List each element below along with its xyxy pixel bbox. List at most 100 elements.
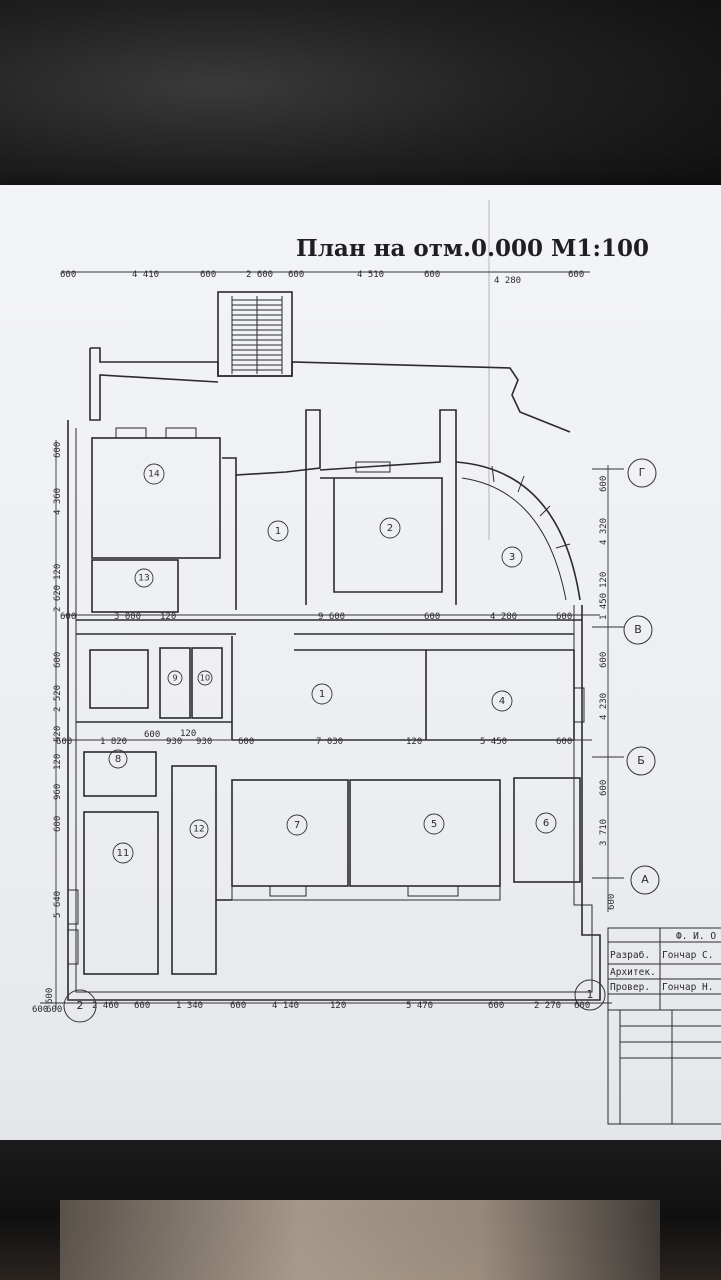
svg-text:1: 1 — [319, 689, 325, 700]
window-7 — [269, 885, 307, 897]
title-block-frame — [607, 927, 721, 1125]
svg-text:5: 5 — [431, 819, 437, 830]
dim-top-3: 2 600 — [246, 270, 273, 280]
room-14-walls — [91, 437, 221, 559]
title-block-name-2: Гончар Н. — [662, 982, 713, 993]
sheet-fold — [488, 200, 490, 540]
lower-outline — [231, 886, 501, 901]
room-label-12: 12 — [189, 819, 209, 839]
room-2-walls — [320, 477, 443, 593]
dim-top-1: 4 410 — [132, 270, 159, 280]
dim-top-7: 4 280 — [494, 276, 521, 286]
svg-text:9: 9 — [172, 674, 177, 683]
room-11-walls — [83, 811, 159, 975]
dim-bottom-4: 1 340 — [176, 1001, 203, 1011]
dim-bottom-3: 600 — [134, 1001, 150, 1011]
window-14a — [115, 427, 147, 439]
room-8-walls — [83, 751, 157, 797]
axis-marker-v: В — [592, 615, 653, 645]
dim-top-0: 600 — [60, 270, 76, 280]
dim-right-4: 600 — [599, 652, 609, 668]
dim-row-mid-0: 600 — [56, 737, 72, 747]
room-5-walls — [349, 779, 501, 887]
dim-row-mid-8: 120 — [406, 737, 422, 747]
dim-left-7: 120 — [53, 754, 63, 770]
dim-row-mid-10: 600 — [556, 737, 572, 747]
dim-left-3: 2 620 — [53, 585, 63, 612]
dim-right-0: 600 — [599, 476, 609, 492]
room-2-right — [319, 409, 457, 605]
room-label-14: 14 — [143, 463, 165, 485]
svg-text:1: 1 — [587, 988, 594, 1001]
title-block-name-0: Гончар С. — [662, 950, 713, 961]
storage-room — [89, 649, 149, 709]
floor — [60, 1200, 660, 1280]
dim-top-text: 600 4 410 600 2 600 600 4 510 600 4 280 … — [60, 270, 584, 286]
axis-marker-a: А — [592, 865, 660, 895]
dim-row-b-2: 120 — [160, 612, 176, 622]
dim-right-2: 120 — [599, 572, 609, 588]
dim-bottom-text: 600 600 2 460 600 1 340 600 4 140 120 5 … — [32, 1001, 590, 1015]
room-3-windows — [491, 465, 571, 549]
dim-top-4: 600 — [288, 270, 304, 280]
dim-right-8: 600 — [607, 894, 617, 910]
dim-row-b-6: 600 — [556, 612, 572, 622]
dim-row-mid-7: 7 030 — [316, 737, 343, 747]
axis-marker-g: Г — [592, 458, 657, 488]
dim-bottom-8: 5 470 — [406, 1001, 433, 1011]
dim-left-2: 120 — [53, 564, 63, 580]
svg-text:12: 12 — [193, 825, 204, 835]
window-4 — [573, 687, 585, 723]
dim-right-1: 4 320 — [599, 518, 609, 545]
window-11b — [67, 929, 79, 965]
dim-row-b-1: 3 000 — [114, 612, 141, 622]
dim-row-mid-1: 1 820 — [100, 737, 127, 747]
dim-bottom-9: 600 — [488, 1001, 504, 1011]
room-label-6: 6 — [535, 812, 557, 834]
svg-text:1: 1 — [275, 526, 281, 537]
dim-bottom-10: 2 270 — [534, 1001, 561, 1011]
dim-bottom-6: 4 140 — [272, 1001, 299, 1011]
axis-marker-2: 2 — [63, 989, 97, 1023]
room-10-walls — [191, 647, 223, 719]
room-3-arc-outer — [455, 461, 581, 601]
plan-title: План на отм.0.000 М1:100 — [296, 235, 649, 262]
svg-text:7: 7 — [294, 820, 300, 831]
room-12-walls — [171, 765, 217, 975]
room-9-walls — [159, 647, 191, 719]
window-14b — [165, 427, 197, 439]
dim-bottom-7: 120 — [330, 1001, 346, 1011]
background-leather-top — [0, 0, 721, 215]
svg-text:6: 6 — [543, 818, 549, 829]
dim-row-mid-9: 5 450 — [480, 737, 507, 747]
dim-bottom-2: 2 460 — [92, 1001, 119, 1011]
svg-text:Г: Г — [639, 466, 646, 479]
room-label-9: 9 — [167, 670, 183, 686]
svg-text:2: 2 — [387, 523, 393, 534]
svg-text:10: 10 — [200, 674, 210, 683]
room-label-13: 13 — [134, 568, 154, 588]
room-6-walls — [513, 777, 581, 883]
dim-top-2: 600 — [200, 270, 216, 280]
dim-row-b-3: 9 600 — [318, 612, 345, 622]
dim-right-3: 1 450 — [599, 593, 609, 620]
dim-row-mid-6: 600 — [238, 737, 254, 747]
terrace-outline — [90, 347, 571, 433]
dim-right-text: 600 4 320 120 1 450 600 4 230 600 3 710 … — [599, 476, 617, 910]
dim-left-4: 600 — [53, 652, 63, 668]
title-block-role-0: Разраб. — [610, 950, 650, 961]
dim-row-b-5: 4 280 — [490, 612, 517, 622]
svg-text:11: 11 — [117, 848, 130, 859]
dim-left-10: 5 640 — [53, 891, 63, 918]
room-label-7: 7 — [286, 814, 308, 836]
window-11a — [67, 889, 79, 925]
dim-left-8: 960 — [53, 784, 63, 800]
dim-right-5: 4 230 — [599, 693, 609, 720]
axis-markers: Г В Б А 1 2 — [63, 458, 660, 1023]
dim-bottom-11: 600 — [574, 1001, 590, 1011]
dim-left-0: 600 — [53, 442, 63, 458]
dim-row-mid-3: 930 — [166, 737, 182, 747]
walls — [67, 291, 601, 1001]
stair-treads — [232, 299, 282, 371]
dim-row-b-text: 600 3 000 120 9 600 600 4 280 600 — [60, 612, 572, 622]
